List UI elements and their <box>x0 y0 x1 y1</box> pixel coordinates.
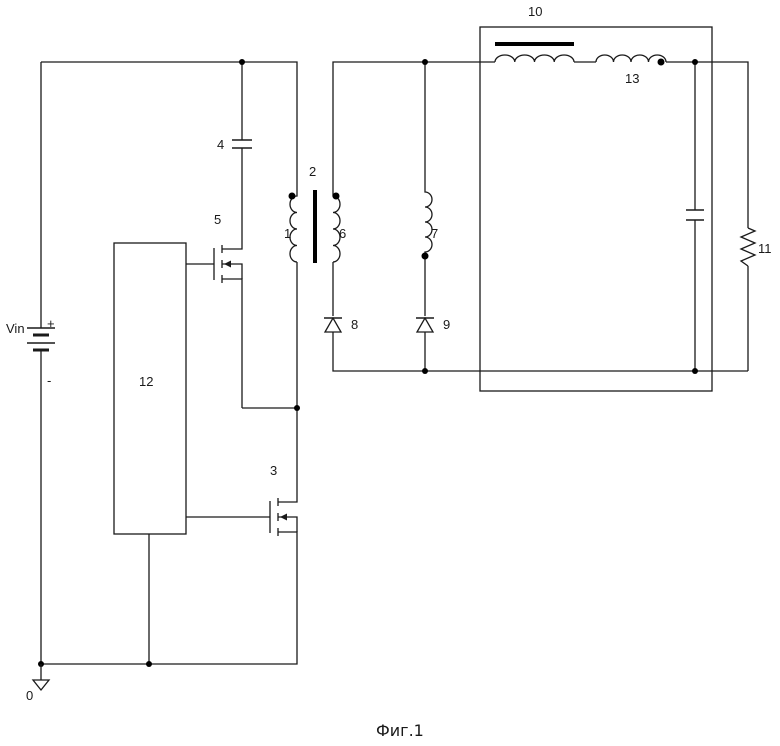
junction <box>692 59 698 65</box>
inductor-7 <box>422 188 433 260</box>
mosfet-3 <box>270 492 297 536</box>
label-3: 3 <box>270 463 277 478</box>
ground-symbol <box>33 664 49 690</box>
diode-8 <box>324 318 342 332</box>
block-10-inductor <box>495 44 574 62</box>
junction <box>146 661 152 667</box>
polarity-dot-secondary <box>333 193 340 200</box>
diode-9 <box>416 318 434 332</box>
capacitor-4 <box>232 140 252 148</box>
secondary-wiring <box>333 62 748 371</box>
label-4: 4 <box>217 137 224 152</box>
output-capacitor <box>686 210 704 220</box>
mosfet-5 <box>214 236 242 286</box>
label-8: 8 <box>351 317 358 332</box>
label-9: 9 <box>443 317 450 332</box>
transformer <box>289 188 341 263</box>
label-plus: + <box>47 316 55 331</box>
label-6: 6 <box>339 226 346 241</box>
label-13: 13 <box>625 71 639 86</box>
label-vin: Vin <box>6 321 25 336</box>
resistor-11 <box>741 228 755 266</box>
junction <box>692 368 698 374</box>
label-5: 5 <box>214 212 221 227</box>
polarity-dot-inductor-7 <box>422 253 429 260</box>
figure-caption: Фиг.1 <box>376 721 424 740</box>
label-10: 10 <box>528 4 542 19</box>
polarity-dot-inductor-13 <box>658 59 665 66</box>
label-12: 12 <box>139 374 153 389</box>
input-wiring <box>41 62 297 664</box>
polarity-dot-primary <box>289 193 296 200</box>
label-ground: 0 <box>26 688 33 703</box>
filter-block <box>480 27 712 391</box>
label-7: 7 <box>431 226 438 241</box>
inductor-13 <box>596 55 666 65</box>
label-2: 2 <box>309 164 316 179</box>
label-minus: - <box>47 373 51 388</box>
label-11: 11 <box>758 241 772 256</box>
junction <box>239 59 245 65</box>
junction <box>422 368 428 374</box>
junction <box>294 405 300 411</box>
junctions <box>38 59 698 667</box>
label-1: 1 <box>284 226 291 241</box>
junction <box>422 59 428 65</box>
